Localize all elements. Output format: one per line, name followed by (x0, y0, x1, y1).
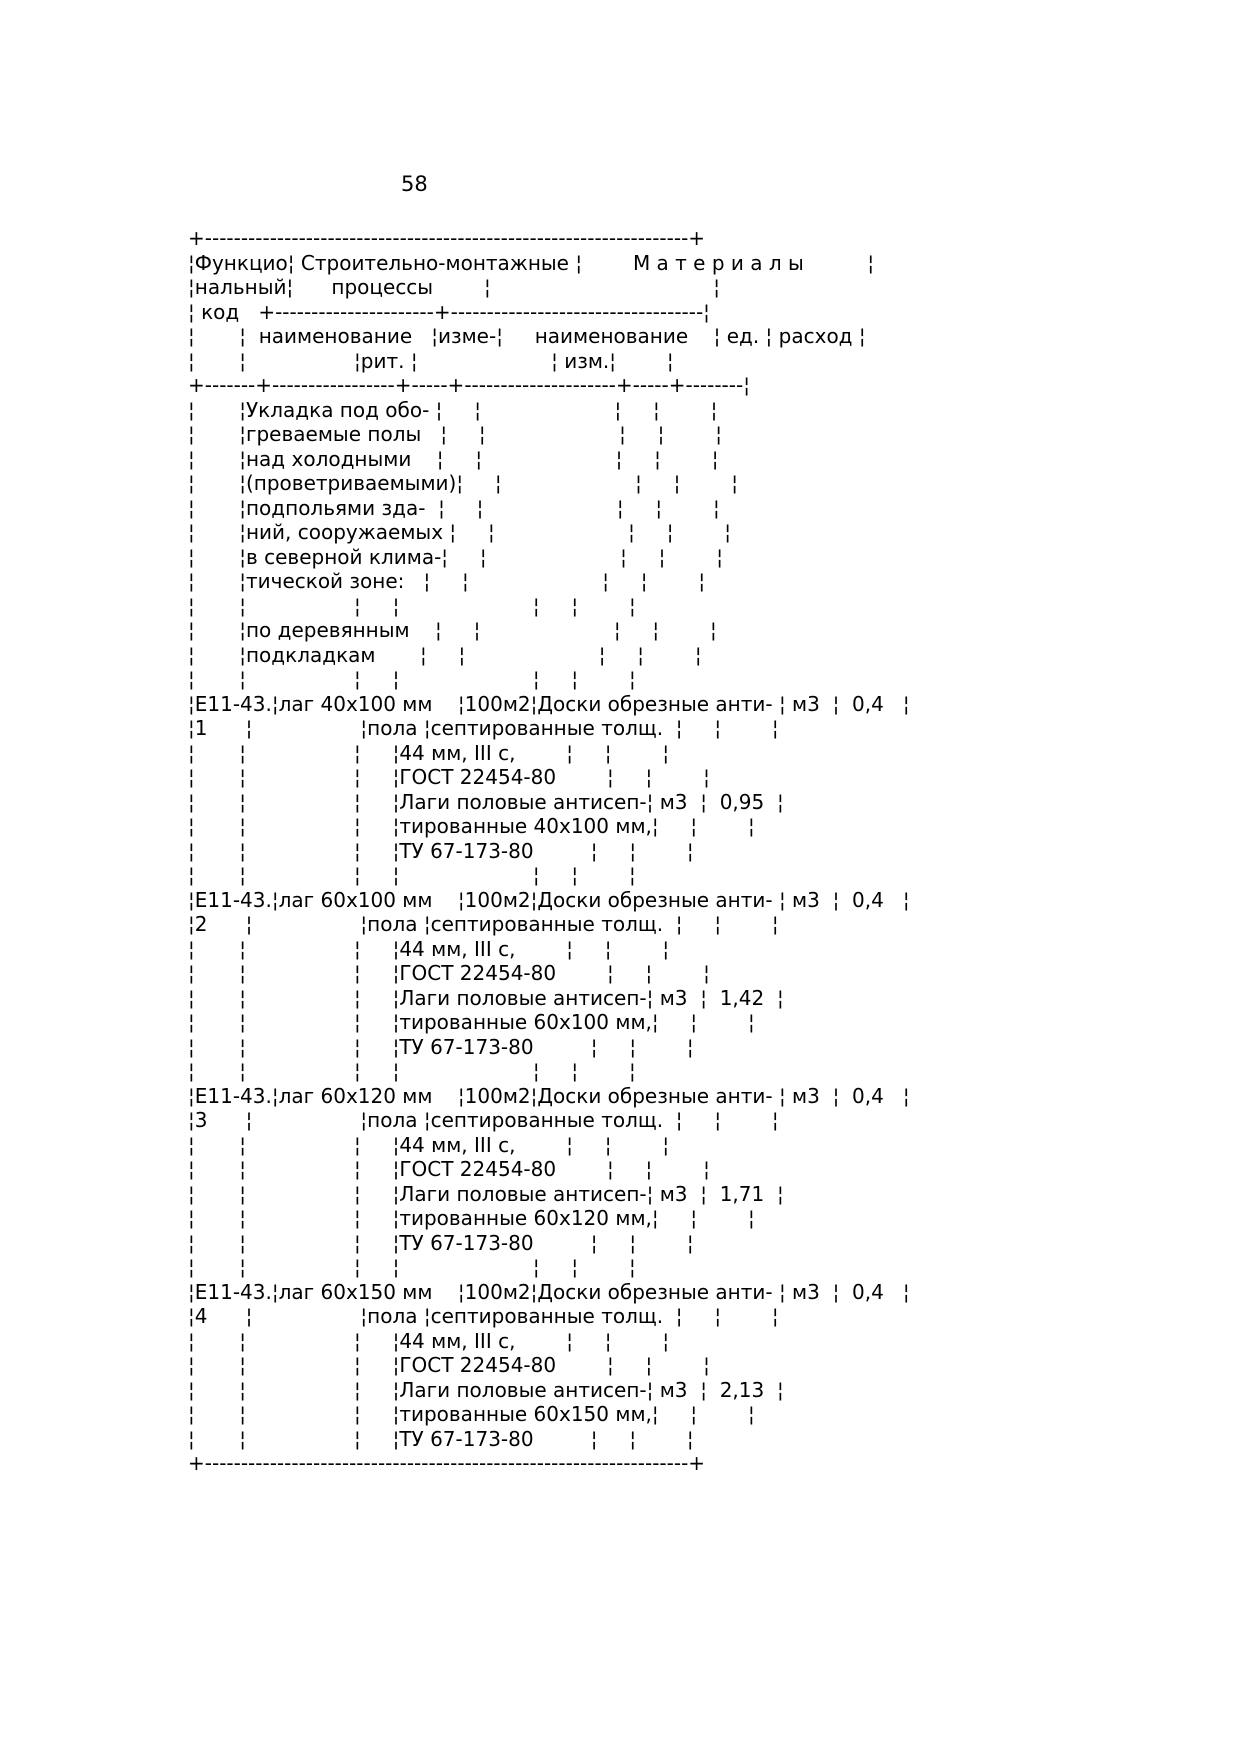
table-line: ¦ ¦в северной клима-¦ ¦ ¦ ¦ ¦ (188, 544, 723, 569)
table-line: ¦ ¦ ¦ ¦ ¦ ¦ ¦ (188, 1059, 636, 1083)
table-line: ¦ ¦ ¦ ¦ ¦ ¦ ¦ (188, 667, 636, 691)
table-line: ¦Функцио¦ Строительно-монтажные ¦ М а т … (188, 250, 875, 275)
table-line: ¦ ¦над холодными ¦ ¦ ¦ ¦ ¦ (188, 446, 719, 471)
table-line: ¦ ¦ ¦ ¦ТУ 67-173-80 ¦ ¦ ¦ (188, 1034, 694, 1059)
table-line: ¦2 ¦ ¦пола ¦септированные толщ. ¦ ¦ ¦ (188, 912, 779, 936)
table-line: ¦3 ¦ ¦пола ¦септированные толщ. ¦ ¦ ¦ (188, 1108, 779, 1132)
table-line: ¦ ¦ ¦ ¦ГОСТ 22454-80 ¦ ¦ ¦ (188, 765, 710, 789)
table-line: ¦ ¦ ¦ ¦ГОСТ 22454-80 ¦ ¦ ¦ (188, 961, 710, 985)
table-line: ¦ код +----------------------+----------… (188, 299, 710, 324)
table-line: ¦4 ¦ ¦пола ¦септированные толщ. ¦ ¦ ¦ (188, 1304, 779, 1328)
table-line: ¦ ¦ ¦рит. ¦ ¦ изм.¦ ¦ (188, 348, 674, 373)
table-line: ¦1 ¦ ¦пола ¦септированные толщ. ¦ ¦ ¦ (188, 716, 779, 740)
table-line: +---------------------------------------… (188, 1451, 706, 1475)
table-line: ¦ ¦ ¦ ¦тированные 40х100 мм,¦ ¦ ¦ (188, 814, 755, 838)
table-line: ¦нальный¦ процессы ¦ ¦ (188, 275, 720, 299)
table-line: ¦ ¦ ¦ ¦Лаги половые антисеп-¦ м3 ¦ 2,13 … (188, 1377, 784, 1402)
table-line: ¦ ¦ ¦ ¦Лаги половые антисеп-¦ м3 ¦ 0,95 … (188, 789, 784, 814)
table-line: ¦ ¦подпольями зда- ¦ ¦ ¦ ¦ ¦ (188, 495, 720, 520)
table-line: ¦ ¦тической зоне: ¦ ¦ ¦ ¦ ¦ (188, 569, 706, 593)
page-number: 58 (401, 172, 428, 196)
table-line: ¦ ¦ ¦ ¦ ¦ ¦ ¦ (188, 593, 636, 618)
table-line: ¦Е11-43.¦лаг 60х100 мм ¦100м2¦Доски обре… (188, 887, 910, 912)
table-line: ¦Е11-43.¦лаг 60х120 мм ¦100м2¦Доски обре… (188, 1083, 910, 1108)
table-line: ¦ ¦ ¦ ¦ ¦ ¦ ¦ (188, 1255, 636, 1279)
table-line: ¦ ¦ наименование ¦изме-¦ наименование ¦ … (188, 324, 866, 348)
table-line: ¦ ¦греваемые полы ¦ ¦ ¦ ¦ ¦ (188, 422, 722, 446)
table-line: ¦ ¦ ¦ ¦ТУ 67-173-80 ¦ ¦ ¦ (188, 1426, 694, 1451)
table-line: ¦ ¦ ¦ ¦Лаги половые антисеп-¦ м3 ¦ 1,42 … (188, 985, 784, 1010)
table-line: +-------+-----------------+-----+-------… (188, 373, 750, 397)
materials-table: +---------------------------------------… (188, 226, 910, 1476)
table-line: ¦ ¦ ¦ ¦44 мм, III с, ¦ ¦ ¦ (188, 740, 670, 765)
table-line: ¦ ¦ ¦ ¦тированные 60х120 мм,¦ ¦ ¦ (188, 1206, 755, 1230)
table-line: ¦ ¦Укладка под обо- ¦ ¦ ¦ ¦ ¦ (188, 397, 718, 422)
table-line: ¦ ¦(проветриваемыми)¦ ¦ ¦ ¦ ¦ (188, 471, 738, 495)
table-line: ¦ ¦ ¦ ¦ГОСТ 22454-80 ¦ ¦ ¦ (188, 1157, 710, 1181)
table-line: +---------------------------------------… (188, 226, 706, 250)
table-line: ¦ ¦ ¦ ¦тированные 60х150 мм,¦ ¦ ¦ (188, 1402, 755, 1426)
table-line: ¦ ¦ ¦ ¦44 мм, III с, ¦ ¦ ¦ (188, 936, 670, 961)
table-line: ¦ ¦ ¦ ¦ГОСТ 22454-80 ¦ ¦ ¦ (188, 1353, 710, 1377)
table-line: ¦ ¦ ¦ ¦44 мм, III с, ¦ ¦ ¦ (188, 1132, 670, 1157)
table-line: ¦ ¦ ¦ ¦ ¦ ¦ ¦ (188, 863, 636, 887)
table-line: ¦Е11-43.¦лаг 40х100 мм ¦100м2¦Доски обре… (188, 691, 910, 716)
table-line: ¦Е11-43.¦лаг 60х150 мм ¦100м2¦Доски обре… (188, 1279, 910, 1304)
table-line: ¦ ¦ ¦ ¦ТУ 67-173-80 ¦ ¦ ¦ (188, 1230, 694, 1255)
table-line: ¦ ¦ний, сооружаемых ¦ ¦ ¦ ¦ ¦ (188, 520, 732, 544)
table-line: ¦ ¦подкладкам ¦ ¦ ¦ ¦ ¦ (188, 642, 702, 667)
table-line: ¦ ¦ ¦ ¦тированные 60х100 мм,¦ ¦ ¦ (188, 1010, 755, 1034)
table-line: ¦ ¦ ¦ ¦Лаги половые антисеп-¦ м3 ¦ 1,71 … (188, 1181, 784, 1206)
table-line: ¦ ¦по деревянным ¦ ¦ ¦ ¦ ¦ (188, 618, 717, 642)
table-line: ¦ ¦ ¦ ¦44 мм, III с, ¦ ¦ ¦ (188, 1328, 670, 1353)
table-line: ¦ ¦ ¦ ¦ТУ 67-173-80 ¦ ¦ ¦ (188, 838, 694, 863)
